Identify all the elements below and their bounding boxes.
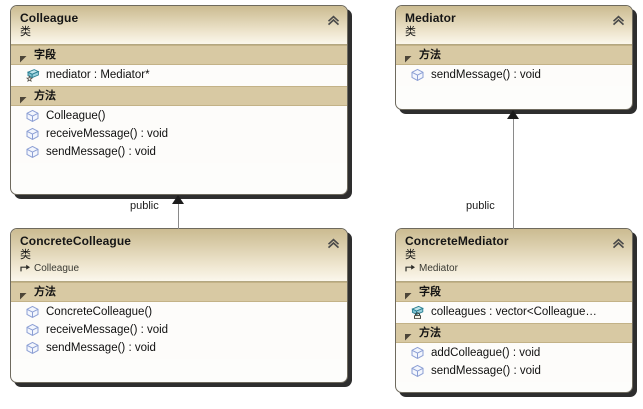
relationship-label-mediator: public bbox=[466, 200, 495, 212]
base-class-name: Mediator bbox=[419, 263, 458, 274]
section-header-methods-colleague[interactable]: 方法 bbox=[11, 86, 347, 106]
field-text: colleagues : vector<Colleague… bbox=[431, 306, 597, 318]
method-text: ConcreteColleague() bbox=[46, 306, 153, 318]
field-text: mediator : Mediator* bbox=[46, 69, 150, 81]
method-icon bbox=[410, 364, 425, 378]
method-list-colleague: Colleague() receiveMessage() : void bbox=[11, 106, 347, 163]
method-icon bbox=[25, 305, 40, 319]
method-list-concrete-colleague: ConcreteColleague() receiveMessage() : v… bbox=[11, 302, 347, 359]
base-class-indicator-concrete-colleague: Colleague bbox=[20, 262, 339, 275]
method-text: sendMessage() : void bbox=[46, 146, 156, 158]
class-header-colleague: Colleague 类 bbox=[11, 6, 347, 45]
method-icon bbox=[25, 145, 40, 159]
section-label-methods: 方法 bbox=[419, 48, 441, 61]
method-row[interactable]: Colleague() bbox=[11, 107, 347, 125]
field-row[interactable]: mediator : Mediator* bbox=[11, 66, 347, 84]
triangle-expanded-icon bbox=[404, 329, 413, 340]
method-icon bbox=[25, 109, 40, 123]
class-stereotype-mediator: 类 bbox=[405, 25, 416, 38]
method-text: sendMessage() : void bbox=[46, 342, 156, 354]
field-list-concrete-mediator: colleagues : vector<Colleague… bbox=[396, 302, 632, 323]
method-list-mediator: sendMessage() : void bbox=[396, 65, 632, 86]
section-label-fields: 字段 bbox=[34, 48, 56, 61]
class-header-concrete-mediator: ConcreteMediator 类 Mediator bbox=[396, 229, 632, 282]
inheritance-arrowhead-colleague bbox=[172, 195, 184, 204]
chevron-double-up-icon[interactable] bbox=[327, 236, 340, 249]
method-text: Colleague() bbox=[46, 110, 106, 122]
section-label-methods: 方法 bbox=[34, 285, 56, 298]
triangle-expanded-icon bbox=[19, 92, 28, 103]
chevron-double-up-icon[interactable] bbox=[612, 13, 625, 26]
class-box-concrete-colleague[interactable]: ConcreteColleague 类 Colleague bbox=[10, 228, 348, 383]
triangle-expanded-icon bbox=[404, 288, 413, 299]
base-class-name: Colleague bbox=[34, 263, 80, 274]
method-icon bbox=[25, 341, 40, 355]
method-text: addColleague() : void bbox=[431, 347, 541, 359]
method-text: sendMessage() : void bbox=[431, 365, 541, 377]
chevron-double-up-icon[interactable] bbox=[327, 13, 340, 26]
method-row[interactable]: sendMessage() : void bbox=[396, 66, 632, 84]
field-list-colleague: mediator : Mediator* bbox=[11, 65, 347, 86]
method-row[interactable]: receiveMessage() : void bbox=[11, 125, 347, 143]
method-text: sendMessage() : void bbox=[431, 69, 541, 81]
class-box-mediator[interactable]: Mediator 类 方法 bbox=[395, 5, 633, 110]
class-name-colleague: Colleague bbox=[20, 11, 79, 25]
chevron-double-up-icon[interactable] bbox=[612, 236, 625, 249]
class-header-concrete-colleague: ConcreteColleague 类 Colleague bbox=[11, 229, 347, 282]
method-icon bbox=[25, 127, 40, 141]
inheritance-arrow-icon bbox=[405, 264, 416, 273]
class-name-concrete-mediator: ConcreteMediator bbox=[405, 234, 509, 248]
inheritance-arrow-icon bbox=[20, 264, 31, 273]
inheritance-arrowhead-mediator bbox=[507, 110, 519, 119]
section-label-fields: 字段 bbox=[419, 285, 441, 298]
section-header-methods-mediator[interactable]: 方法 bbox=[396, 45, 632, 65]
class-stereotype-concrete-colleague: 类 bbox=[20, 248, 31, 261]
class-box-concrete-mediator[interactable]: ConcreteMediator 类 Mediator bbox=[395, 228, 633, 393]
field-protected-icon bbox=[25, 68, 40, 82]
class-box-colleague[interactable]: Colleague 类 字段 bbox=[10, 5, 348, 195]
section-label-methods: 方法 bbox=[34, 89, 56, 102]
triangle-expanded-icon bbox=[404, 51, 413, 62]
method-row[interactable]: receiveMessage() : void bbox=[11, 321, 347, 339]
method-row[interactable]: sendMessage() : void bbox=[11, 339, 347, 357]
class-header-mediator: Mediator 类 bbox=[396, 6, 632, 45]
class-name-concrete-colleague: ConcreteColleague bbox=[20, 234, 132, 248]
method-text: receiveMessage() : void bbox=[46, 324, 169, 336]
section-header-fields-concrete-mediator[interactable]: 字段 bbox=[396, 282, 632, 302]
inheritance-line-mediator bbox=[513, 119, 514, 229]
class-stereotype-colleague: 类 bbox=[20, 25, 31, 38]
base-class-indicator-concrete-mediator: Mediator bbox=[405, 262, 624, 275]
field-row[interactable]: colleagues : vector<Colleague… bbox=[396, 303, 632, 321]
method-icon bbox=[25, 323, 40, 337]
class-name-mediator: Mediator bbox=[405, 11, 456, 25]
method-row[interactable]: sendMessage() : void bbox=[396, 362, 632, 380]
triangle-expanded-icon bbox=[19, 51, 28, 62]
method-row[interactable]: addColleague() : void bbox=[396, 344, 632, 362]
class-stereotype-concrete-mediator: 类 bbox=[405, 248, 416, 261]
triangle-expanded-icon bbox=[19, 288, 28, 299]
method-icon bbox=[410, 346, 425, 360]
field-private-icon bbox=[410, 305, 425, 320]
section-header-fields-colleague[interactable]: 字段 bbox=[11, 45, 347, 65]
method-row[interactable]: ConcreteColleague() bbox=[11, 303, 347, 321]
method-icon bbox=[410, 68, 425, 82]
method-list-concrete-mediator: addColleague() : void sendMessage() : vo… bbox=[396, 343, 632, 382]
relationship-label-colleague: public bbox=[130, 200, 159, 212]
inheritance-line-colleague bbox=[178, 204, 179, 229]
method-text: receiveMessage() : void bbox=[46, 128, 169, 140]
section-header-methods-concrete-colleague[interactable]: 方法 bbox=[11, 282, 347, 302]
section-label-methods: 方法 bbox=[419, 326, 441, 339]
method-row[interactable]: sendMessage() : void bbox=[11, 143, 347, 161]
section-header-methods-concrete-mediator[interactable]: 方法 bbox=[396, 323, 632, 343]
